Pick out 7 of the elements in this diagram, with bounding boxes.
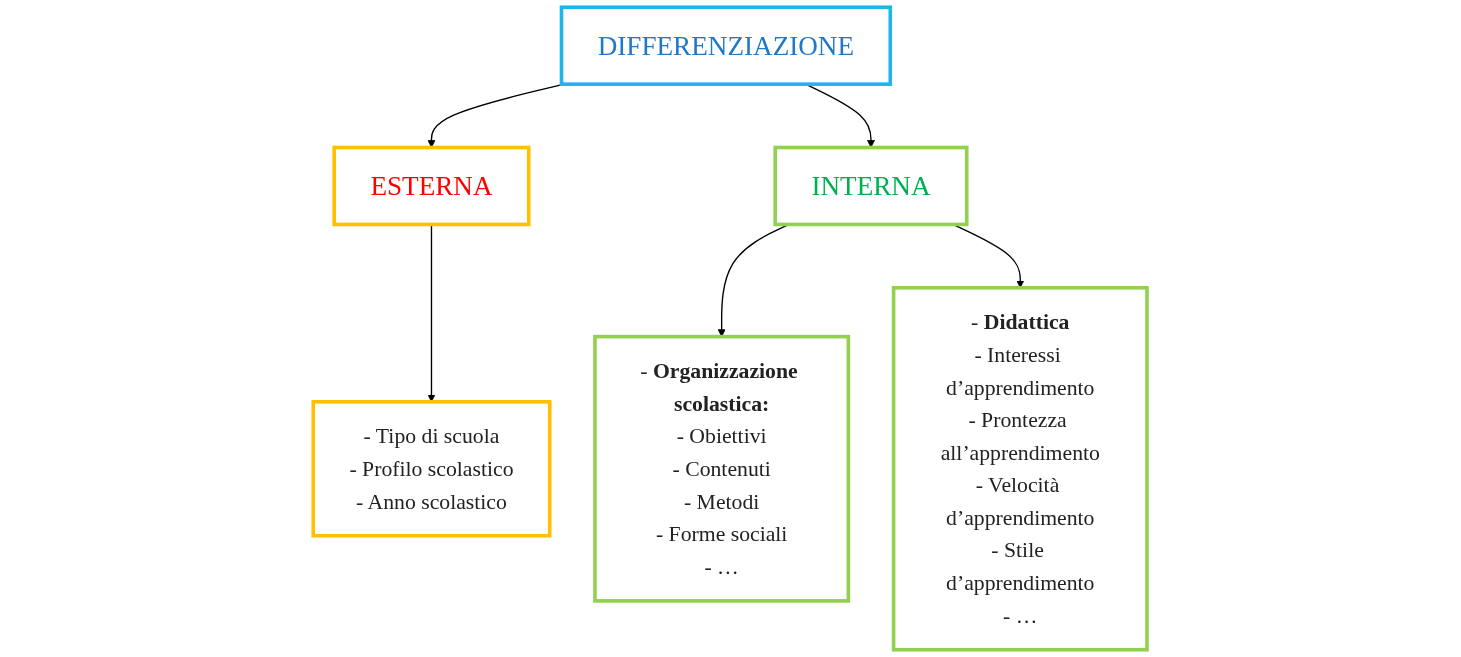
node-box	[560, 5, 893, 86]
node-box	[332, 145, 531, 227]
node-box	[773, 145, 969, 227]
diagram: DIFFERENZIAZIONE ESTERNA INTERNA - Tipo di scuola - Profilo scolastico - Anno scolastico - Organizzazione scolastica: - Obiettivi - Contenuti - Metodi - Forme sociali - … - Didattica - Interessi d’apprendimento - Prontezza all’apprendimento - Velocità d’apprendimento - Stile d’apprendimento - …	[306, 0, 1155, 657]
node-box	[593, 334, 851, 603]
node-box	[892, 285, 1150, 652]
node-box	[311, 400, 552, 538]
